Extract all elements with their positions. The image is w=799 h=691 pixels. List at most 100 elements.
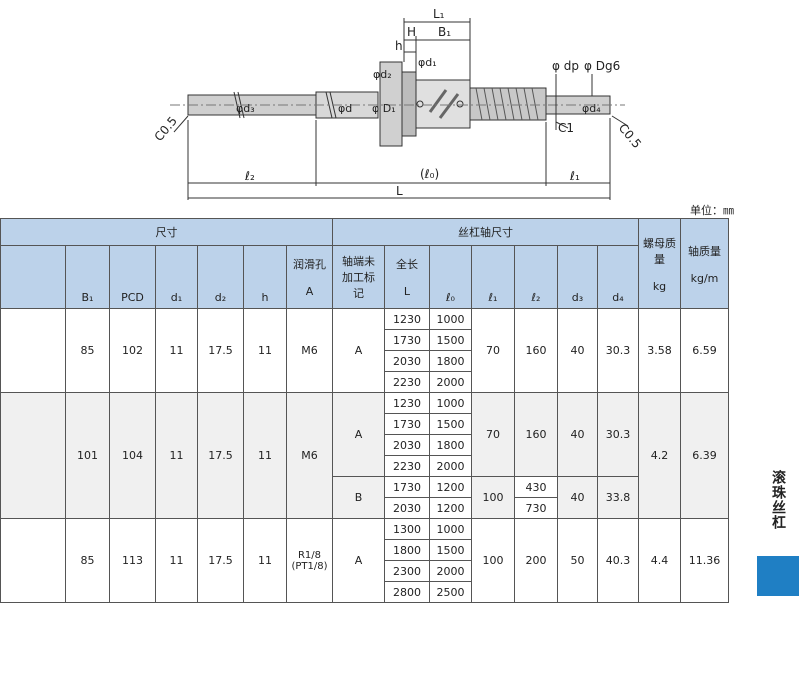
label-d: φd bbox=[338, 102, 352, 115]
cell-L: 1230 bbox=[384, 308, 430, 330]
cell-mark: A bbox=[332, 518, 385, 603]
ball-screw-drawing: L₁ H B₁ h φd₁ φd₂ φ dp φ Dg6 φd₃ φd φ D₁… bbox=[152, 7, 644, 200]
label-c05-left: C0.5 bbox=[152, 114, 180, 144]
cell-nut-mass: 4.2 bbox=[638, 392, 681, 519]
cell-L: 2030 bbox=[384, 434, 430, 456]
cell-shaft-mass: 6.39 bbox=[680, 392, 729, 519]
cell-L: 2230 bbox=[384, 371, 430, 393]
table-row: 101 104 11 17.5 11 M6 A 1230 1000 70 160… bbox=[0, 392, 729, 519]
label-h: h bbox=[395, 39, 403, 53]
cell-l0: 1800 bbox=[429, 350, 472, 372]
cell-PCD: 113 bbox=[109, 518, 156, 603]
cell-l1: 100 bbox=[471, 476, 515, 519]
side-accent-block bbox=[757, 556, 799, 596]
cell-PCD: 104 bbox=[109, 392, 156, 519]
cell-L: 1800 bbox=[384, 539, 430, 561]
cell-d2: 17.5 bbox=[197, 392, 244, 519]
header-l0: ℓ₀ bbox=[429, 245, 472, 309]
cell-nut-mass: 4.4 bbox=[638, 518, 681, 603]
cell-lube: M6 bbox=[286, 308, 333, 393]
cell-l2: 160 bbox=[514, 308, 558, 393]
cell-d2: 17.5 bbox=[197, 308, 244, 393]
cell-d2: 17.5 bbox=[197, 518, 244, 603]
header-d2: d₂ bbox=[197, 245, 244, 309]
nut-body bbox=[415, 79, 471, 129]
label-d4: φd₄ bbox=[582, 102, 601, 115]
cell-L: 1730 bbox=[384, 476, 430, 498]
label-L: L bbox=[396, 184, 403, 198]
label-C1: C1 bbox=[558, 121, 574, 135]
header-shaft-end: 轴端未加工标记 bbox=[332, 245, 385, 309]
cell-L: 1230 bbox=[384, 392, 430, 414]
cell-PCD: 102 bbox=[109, 308, 156, 393]
table-row: 2230 2000 bbox=[1, 455, 729, 477]
cell-mark: A bbox=[332, 308, 385, 393]
table-row: 2030 1200 730 bbox=[1, 497, 729, 519]
cell-d4: 33.8 bbox=[597, 476, 639, 519]
label-L1: L₁ bbox=[433, 7, 445, 21]
cell-l0: 2000 bbox=[429, 371, 472, 393]
label-D1: φ D₁ bbox=[372, 102, 396, 115]
side-section-label: 滚珠丝杠 bbox=[770, 470, 786, 530]
cell-d3: 50 bbox=[557, 518, 598, 603]
cell-l0: 1200 bbox=[429, 476, 472, 498]
cell-L: 1730 bbox=[384, 413, 430, 435]
header-h: h bbox=[243, 245, 287, 309]
cell-d1: 11 bbox=[155, 392, 198, 519]
header-screw-dims: 丝杠轴尺寸 bbox=[332, 218, 639, 246]
label-Dg6: φ Dg6 bbox=[584, 59, 620, 73]
cell-lube: M6 bbox=[286, 392, 333, 519]
header-PCD: PCD bbox=[109, 245, 156, 309]
table-row: 2230 2000 bbox=[1, 371, 729, 393]
cell-B1: 85 bbox=[65, 308, 110, 393]
cell-l1: 70 bbox=[471, 308, 515, 393]
header-d3: d₃ bbox=[557, 245, 598, 309]
cell-L: 2300 bbox=[384, 560, 430, 582]
label-H: H bbox=[407, 25, 416, 39]
header-dimensions: 尺寸 bbox=[0, 218, 333, 246]
cell-d4: 30.3 bbox=[597, 308, 639, 393]
label-B1: B₁ bbox=[438, 25, 451, 39]
cell-shaft-mass: 11.36 bbox=[680, 518, 729, 603]
cell-d4: 40.3 bbox=[597, 518, 639, 603]
cell-L: 2030 bbox=[384, 497, 430, 519]
header-B1: B₁ bbox=[65, 245, 110, 309]
cell-L: 2800 bbox=[384, 581, 430, 603]
label-d1: φd₁ bbox=[418, 56, 437, 69]
cell-mark: B bbox=[332, 476, 385, 519]
cell-L: 2030 bbox=[384, 350, 430, 372]
table-row: 2800 2500 bbox=[1, 581, 729, 603]
table-row: 85 113 11 17.5 11 R1/8 (PT1/8) A 1300 10… bbox=[0, 518, 729, 603]
cell-l1: 100 bbox=[471, 518, 515, 603]
label-dp: φ dp bbox=[552, 59, 579, 73]
cell-L: 2230 bbox=[384, 455, 430, 477]
cell-mark: A bbox=[332, 392, 385, 477]
cell-h: 11 bbox=[243, 392, 287, 519]
cell-d3: 40 bbox=[557, 392, 598, 477]
cell-d1: 11 bbox=[155, 518, 198, 603]
cell-l0: 1000 bbox=[429, 392, 472, 414]
table-row: B 1730 1200 100 430 40 33.8 bbox=[1, 476, 729, 519]
cell-L: 1300 bbox=[384, 518, 430, 540]
table-row: 2300 2000 bbox=[1, 560, 729, 582]
cell-l0: 1200 bbox=[429, 497, 472, 519]
cell-h: 11 bbox=[243, 308, 287, 393]
cell-shaft-mass: 6.59 bbox=[680, 308, 729, 393]
label-d2: φd₂ bbox=[373, 68, 392, 81]
cell-l0: 1800 bbox=[429, 434, 472, 456]
cell-l0: 2500 bbox=[429, 581, 472, 603]
cell-blank bbox=[0, 518, 66, 603]
cell-B1: 85 bbox=[65, 518, 110, 603]
cell-l0: 1000 bbox=[429, 518, 472, 540]
cell-d3: 40 bbox=[557, 476, 598, 519]
label-c05-right: C0.5 bbox=[616, 121, 644, 151]
cell-B1: 101 bbox=[65, 392, 110, 519]
cell-d3: 40 bbox=[557, 308, 598, 393]
cell-l0: 2000 bbox=[429, 455, 472, 477]
header-l1: ℓ₁ bbox=[471, 245, 515, 309]
label-d3: φd₃ bbox=[236, 102, 255, 115]
